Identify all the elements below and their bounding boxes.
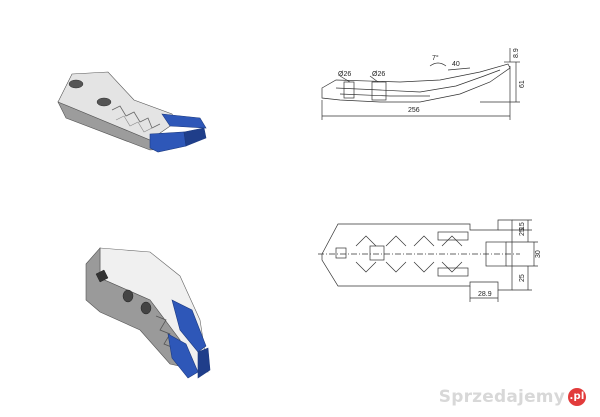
dim-length-label: 256 — [408, 107, 420, 114]
dim-hole1-leader — [339, 75, 351, 83]
dim-hole2-leader — [369, 75, 379, 83]
side-view — [321, 48, 520, 120]
dim-289-label: 28.9 — [478, 291, 492, 298]
top-square-hole — [335, 247, 347, 259]
side-view-labels: Ø26 Ø26 7° 40 8.9 61 256 — [338, 48, 526, 114]
side-hole-2 — [371, 81, 387, 101]
side-profile-inner — [335, 69, 501, 93]
top-round-hole — [369, 245, 385, 261]
dim-hole2-label: Ø26 — [372, 71, 385, 78]
dim-height-label: 61 — [519, 80, 526, 88]
watermark-badge-icon: .pl — [568, 388, 586, 406]
iso-view-lower — [85, 247, 211, 379]
side-hole-1 — [343, 81, 355, 99]
dim-angle-arc — [429, 62, 447, 67]
dim-hole1-label: Ø26 — [338, 71, 351, 78]
dim-angle-label: 7° — [432, 54, 439, 62]
blade-lower-left — [167, 333, 199, 379]
round-hole-2 — [140, 301, 152, 315]
top-blade-slot-upper — [437, 231, 469, 241]
top-view — [318, 219, 538, 302]
dim-15-label: 15 — [519, 222, 526, 230]
blade-lower-edge — [197, 347, 211, 379]
side-profile-inner-2 — [339, 93, 430, 97]
square-hole — [95, 269, 109, 283]
groove-pattern-lower — [155, 315, 175, 349]
dim-thickness-label: 8.9 — [513, 48, 520, 58]
mount-hole-1 — [68, 79, 84, 89]
body-top-face — [57, 71, 177, 141]
side-profile-outline — [321, 63, 511, 103]
top-blade-slot-lower — [437, 267, 469, 277]
groove-pattern-2 — [115, 115, 153, 133]
mount-hole-2 — [96, 97, 112, 107]
dim-25a-label: 25 — [519, 228, 526, 236]
blade-upper — [161, 113, 207, 129]
dim-tip-line — [447, 67, 471, 71]
blade-lower-right — [171, 299, 207, 353]
iso-view-upper — [57, 71, 207, 153]
blade-side — [183, 127, 207, 147]
top-outline — [321, 219, 513, 291]
groove-pattern — [111, 105, 161, 129]
watermark-text: Sprzedajemy — [438, 387, 565, 407]
watermark-logo: Sprzedajemy .pl — [439, 387, 586, 407]
dim-tip-label: 40 — [452, 61, 460, 68]
dim-30-label: 30 — [535, 250, 542, 258]
top-blade-end — [485, 241, 507, 267]
top-view-labels: 15 25 30 25 28.9 — [478, 222, 542, 298]
blade-lower — [149, 131, 187, 153]
round-hole-1 — [122, 289, 134, 303]
dim-25b-label: 25 — [519, 274, 526, 282]
top-chevrons — [355, 235, 463, 273]
